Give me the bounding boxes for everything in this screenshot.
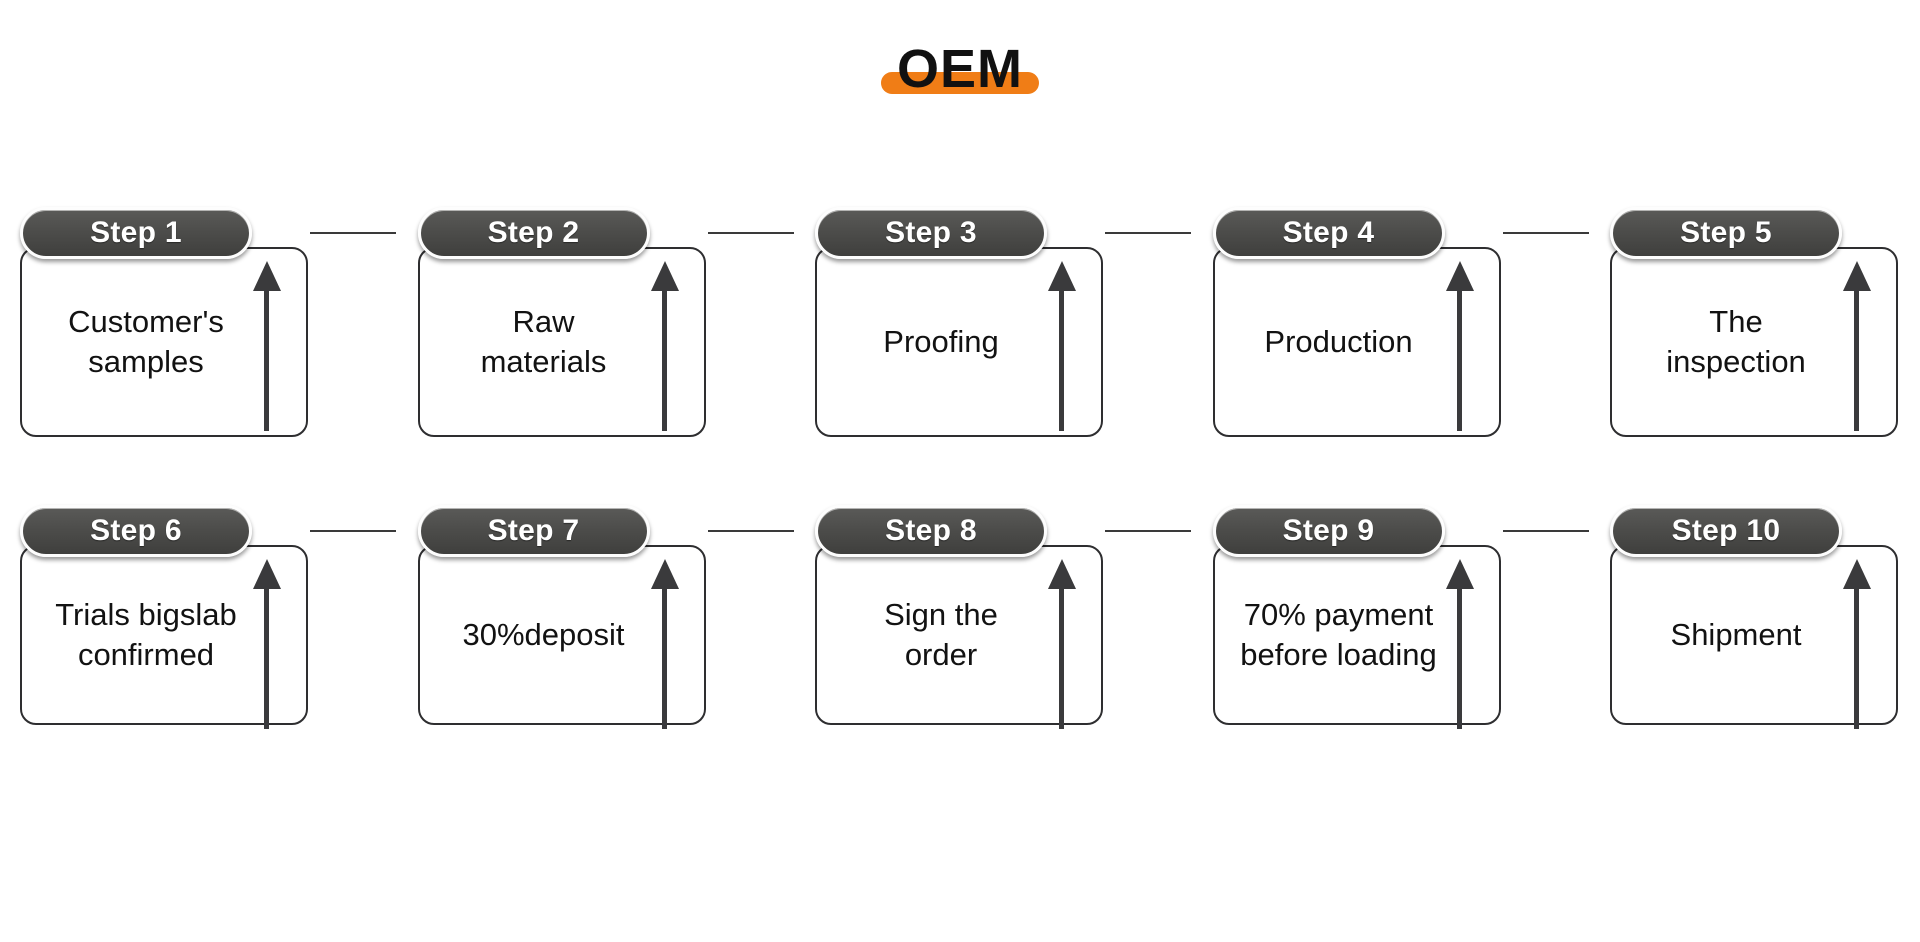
step-unit-7[interactable]: Step 7 30%deposit bbox=[417, 483, 794, 729]
step-connector-line bbox=[707, 530, 794, 532]
step-pill-label: Step 7 bbox=[487, 514, 580, 547]
step-unit-2[interactable]: Step 2 Raw materials bbox=[417, 185, 794, 437]
step-pill-3[interactable]: Step 3 bbox=[815, 207, 1047, 259]
step-pill-label: Step 6 bbox=[90, 514, 182, 547]
step-unit-4[interactable]: Step 4 Production bbox=[1212, 185, 1589, 437]
step-connector-line bbox=[310, 530, 396, 532]
step-connector-line bbox=[707, 232, 794, 234]
step-pill-1[interactable]: Step 1 bbox=[20, 207, 252, 259]
step-unit-9[interactable]: Step 9 70% payment before loading bbox=[1212, 483, 1589, 729]
step-pill-label: Step 2 bbox=[487, 216, 580, 249]
process-row-1: Step 1 Customer's samples Step 2 Raw materi… bbox=[0, 185, 1920, 485]
process-row-2-inner: Step 6 Trials bigslab confirmed Step 7 30%d… bbox=[20, 483, 1900, 783]
step-pill-5[interactable]: Step 5 bbox=[1610, 207, 1842, 259]
step-pill-label: Step 10 bbox=[1671, 514, 1781, 547]
step-connector-line bbox=[1105, 232, 1191, 234]
step-card-text: Sign the order bbox=[884, 597, 998, 672]
title-highlight-bar bbox=[880, 72, 1040, 94]
step-card-text: Customer's samples bbox=[68, 304, 224, 379]
step-unit-1[interactable]: Step 1 Customer's samples bbox=[20, 185, 396, 437]
step-card-text: Shipment bbox=[1670, 617, 1802, 652]
page-title: OEM bbox=[880, 38, 1040, 100]
step-card-5[interactable]: The inspection bbox=[1610, 247, 1898, 437]
step-pill-label: Step 5 bbox=[1680, 216, 1772, 249]
step-unit-10[interactable]: Step 10 Shipment bbox=[1610, 483, 1900, 729]
step-pill-7[interactable]: Step 7 bbox=[417, 505, 650, 557]
step-card-text: Proofing bbox=[883, 324, 999, 359]
step-card-3[interactable]: Proofing bbox=[815, 247, 1103, 437]
process-row-1-inner: Step 1 Customer's samples Step 2 Raw materi… bbox=[20, 185, 1900, 485]
step-card-text: 30%deposit bbox=[462, 617, 625, 652]
step-pill-label: Step 8 bbox=[885, 514, 977, 547]
step-pill-2[interactable]: Step 2 bbox=[417, 207, 650, 259]
step-card-text: The inspection bbox=[1666, 304, 1806, 379]
step-card-text: Raw materials bbox=[480, 304, 607, 379]
title-text: OEM bbox=[896, 39, 1024, 99]
step-unit-8[interactable]: Step 8 Sign the order bbox=[815, 483, 1191, 729]
step-card-9[interactable]: 70% payment before loading bbox=[1212, 545, 1501, 729]
step-pill-label: Step 1 bbox=[90, 216, 182, 249]
step-pill-6[interactable]: Step 6 bbox=[20, 505, 252, 557]
step-unit-5[interactable]: Step 5 The inspection bbox=[1610, 185, 1900, 437]
step-pill-4[interactable]: Step 4 bbox=[1212, 207, 1445, 259]
step-pill-label: Step 3 bbox=[885, 216, 977, 249]
step-card-text: Trials bigslab confirmed bbox=[55, 597, 237, 672]
step-card-2[interactable]: Raw materials bbox=[417, 247, 706, 437]
step-card-8[interactable]: Sign the order bbox=[815, 545, 1103, 729]
step-card-1[interactable]: Customer's samples bbox=[20, 247, 308, 437]
step-card-text: Production bbox=[1264, 324, 1413, 359]
process-row-2: Step 6 Trials bigslab confirmed Step 7 30%d… bbox=[0, 483, 1920, 783]
step-card-text: 70% payment before loading bbox=[1240, 597, 1437, 672]
step-card-10[interactable]: Shipment bbox=[1610, 545, 1898, 729]
step-card-7[interactable]: 30%deposit bbox=[417, 545, 706, 729]
step-pill-8[interactable]: Step 8 bbox=[815, 505, 1047, 557]
title-area: OEM bbox=[0, 0, 1920, 150]
step-unit-3[interactable]: Step 3 Proofing bbox=[815, 185, 1191, 437]
step-unit-6[interactable]: Step 6 Trials bigslab confirmed bbox=[20, 483, 396, 729]
step-card-4[interactable]: Production bbox=[1212, 247, 1501, 437]
step-pill-10[interactable]: Step 10 bbox=[1610, 505, 1842, 557]
step-connector-line bbox=[310, 232, 396, 234]
step-connector-line bbox=[1502, 232, 1589, 234]
step-connector-line bbox=[1105, 530, 1191, 532]
step-pill-label: Step 4 bbox=[1282, 216, 1375, 249]
step-connector-line bbox=[1502, 530, 1589, 532]
step-pill-9[interactable]: Step 9 bbox=[1212, 505, 1445, 557]
step-pill-label: Step 9 bbox=[1282, 514, 1375, 547]
step-card-6[interactable]: Trials bigslab confirmed bbox=[20, 545, 308, 729]
